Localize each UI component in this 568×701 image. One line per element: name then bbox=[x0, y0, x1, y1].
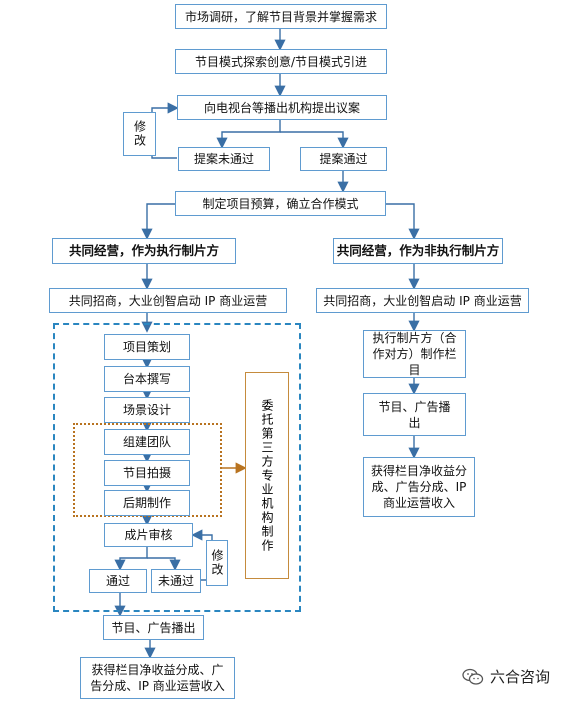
watermark-text: 六合咨询 bbox=[490, 668, 551, 686]
node-post: 后期制作 bbox=[104, 490, 190, 516]
node-left-invest: 共同招商，大业创智启动 IP 商业运营 bbox=[49, 288, 287, 313]
node-right-invest: 共同招商，大业创智启动 IP 商业运营 bbox=[316, 288, 529, 313]
node-proposal: 向电视台等播出机构提出议案 bbox=[177, 95, 387, 120]
node-third-party: 委托第三方专业机构制作 bbox=[245, 372, 289, 579]
execution-frame bbox=[53, 323, 301, 612]
node-review-pass: 通过 bbox=[89, 569, 147, 593]
node-review: 成片审核 bbox=[104, 523, 193, 547]
node-plan: 项目策划 bbox=[104, 334, 190, 360]
node-review-fail: 未通过 bbox=[151, 569, 201, 593]
revise-1-label: 修改 bbox=[132, 120, 147, 148]
node-left-broadcast: 节目、广告播出 bbox=[103, 615, 204, 640]
revise-2-label: 修改 bbox=[210, 549, 224, 577]
third-party-label: 委托第三方专业机构制作 bbox=[260, 398, 274, 553]
node-left-income: 获得栏目净收益分成、广告分成、IP 商业运营收入 bbox=[80, 657, 235, 699]
watermark: 六合咨询 bbox=[462, 666, 550, 687]
node-market-research: 市场调研，了解节目背景并掌握需求 bbox=[175, 4, 387, 29]
node-right-income: 获得栏目净收益分成、广告分成、IP 商业运营收入 bbox=[363, 457, 475, 517]
node-revise-2: 修改 bbox=[206, 540, 228, 586]
wechat-icon bbox=[462, 668, 484, 685]
node-proposal-pass: 提案通过 bbox=[300, 147, 387, 171]
node-right-exec: 执行制片方（合作对方）制作栏目 bbox=[363, 330, 466, 378]
production-group-frame bbox=[73, 423, 222, 517]
node-right-broadcast: 节目、广告播出 bbox=[363, 393, 466, 436]
node-proposal-fail: 提案未通过 bbox=[178, 147, 270, 171]
node-scene: 场景设计 bbox=[104, 397, 190, 423]
node-script: 台本撰写 bbox=[104, 366, 190, 392]
node-left-branch: 共同经营，作为执行制片方 bbox=[52, 238, 236, 264]
node-shoot: 节目拍摄 bbox=[104, 460, 190, 486]
node-mode-explore: 节目模式探索创意/节目模式引进 bbox=[175, 49, 387, 74]
node-budget: 制定项目预算，确立合作模式 bbox=[175, 191, 386, 216]
node-right-branch: 共同经营，作为非执行制片方 bbox=[333, 238, 503, 264]
node-revise-1: 修改 bbox=[123, 112, 156, 156]
node-team: 组建团队 bbox=[104, 429, 190, 455]
